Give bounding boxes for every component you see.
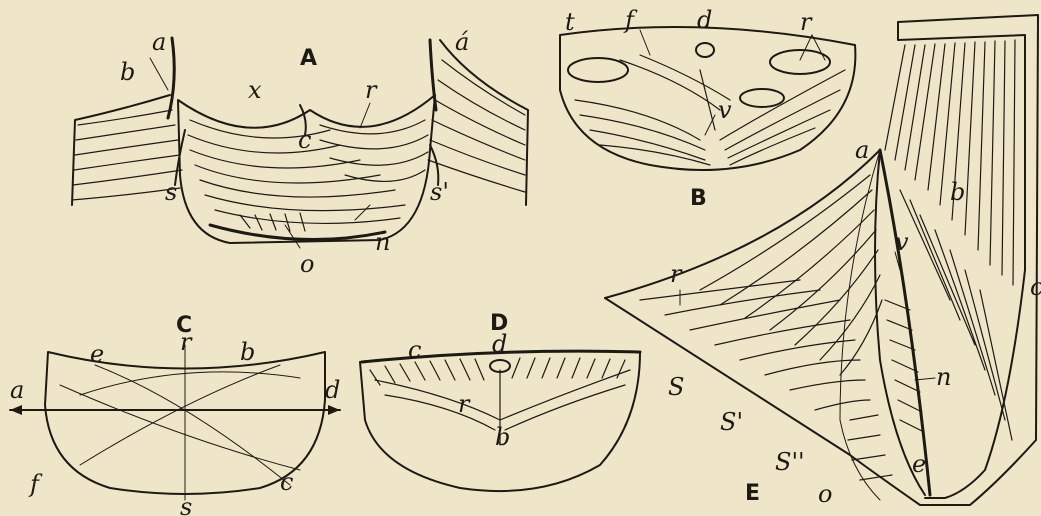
figure-c: C e r b a d f s c [10,313,340,516]
figure-b-label-v: v [718,96,732,124]
figure-e-lower-hatching [640,175,924,480]
figure-e-caption: E [745,481,760,506]
figure-c-label-c: c [280,468,293,496]
figure-a-label-s-prime: s' [430,178,449,206]
figure-a-label-r: r [365,76,378,104]
figure-b-label-r: r [800,8,813,36]
figure-e-label-e: e [912,450,926,478]
figure-c-label-b: b [240,338,255,366]
figure-e-label-v: v [895,228,909,256]
figure-c-label-d: d [325,376,340,404]
figure-d: D c d r b [360,311,640,491]
figure-c-label-f: f [28,470,43,498]
figure-a-label-b: b [120,58,135,86]
figure-b-hatching [575,55,845,165]
figure-a-label-c: c [298,126,311,154]
figure-e-label-a: a [855,136,869,164]
figure-a-caption: A [300,46,317,71]
figure-e-label-c: c [1030,273,1041,301]
figure-b-caption: B [690,186,707,211]
figure-e-label-s-double: S'' [775,448,805,476]
figure-b-label-f: f [623,6,638,34]
figure-d-label-b: b [495,423,510,451]
figure-e-label-s: S [668,373,684,401]
figure-a: A a á b x r c s s' n o [72,28,528,278]
figure-c-label-e: e [90,340,104,368]
figure-e-label-n: n [936,363,951,391]
figure-e-label-s-prime: S' [720,408,743,436]
figure-c-label-r: r [180,328,193,356]
figure-a-label-o: o [300,250,314,278]
figure-a-label-s: s [165,178,177,206]
figure-e-label-r: r [670,260,683,288]
figure-c-label-s: s [180,493,192,516]
figure-e-label-o: o [818,480,832,508]
figure-c-label-a: a [10,376,24,404]
figure-d-label-d: d [492,330,507,358]
figure-d-label-r: r [458,390,471,418]
figure-e-label-b: b [950,178,965,206]
figure-a-label-a-prime: á [455,28,469,56]
figure-b-label-t: t [565,8,575,36]
figure-a-right-wing-hatching [428,60,525,192]
figure-b: B t f d r v [560,6,855,211]
figure-a-label-x: x [248,76,262,104]
figure-a-label-n: n [375,228,390,256]
figure-b-label-d: d [697,6,712,34]
figure-a-label-a: a [152,28,166,56]
figure-e: E a b c r v n S S' S'' o e [605,15,1041,508]
figure-d-label-c: c [408,336,421,364]
